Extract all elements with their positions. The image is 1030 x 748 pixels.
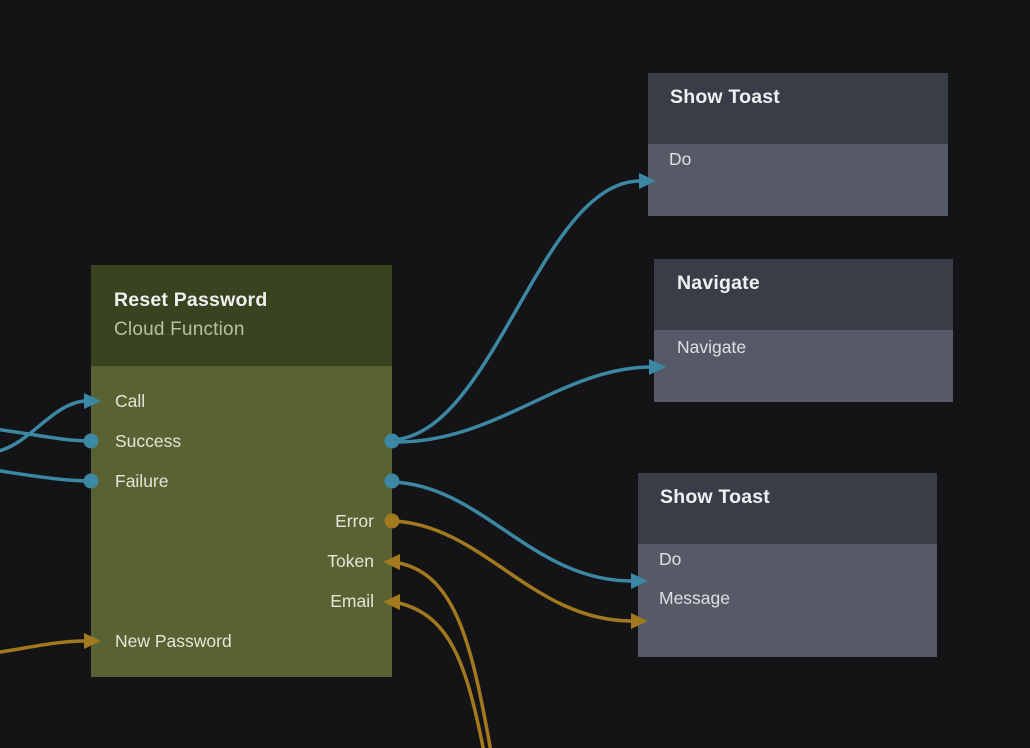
node-header[interactable]: Navigate xyxy=(654,259,953,330)
node-show-toast-top[interactable]: Show Toast Do xyxy=(648,73,948,216)
node-subtitle: Cloud Function xyxy=(114,319,245,340)
edge-error-to-message[interactable] xyxy=(391,519,634,623)
port-label-error: Error xyxy=(335,511,374,531)
node-body: Call Success Failure Error Token Email N… xyxy=(91,366,392,677)
port-dot-success-out-icon[interactable] xyxy=(384,433,400,449)
port-arrow-navigate-icon[interactable] xyxy=(649,359,666,375)
node-body: Do Message xyxy=(638,544,937,657)
port-label-email: Email xyxy=(330,591,374,611)
node-header[interactable]: Show Toast xyxy=(648,73,948,144)
port-label-token: Token xyxy=(327,551,374,571)
edge-success-to-navigate[interactable] xyxy=(391,365,652,444)
node-header[interactable]: Reset Password Cloud Function xyxy=(91,265,392,366)
port-dot-success-in-icon[interactable] xyxy=(83,433,99,449)
port-label-call: Call xyxy=(115,391,146,411)
node-navigate[interactable]: Navigate Navigate xyxy=(654,259,953,402)
edge-success-to-toast-do[interactable] xyxy=(391,179,642,442)
edge-offscreen-to-failure[interactable] xyxy=(0,469,93,483)
port-arrow-toast2-do-icon[interactable] xyxy=(631,573,648,589)
node-show-toast-bottom[interactable]: Show Toast Do Message xyxy=(638,473,937,657)
edge-offscreen-to-success[interactable] xyxy=(0,428,93,443)
port-dot-failure-in-icon[interactable] xyxy=(83,473,99,489)
port-arrow-message-icon[interactable] xyxy=(631,613,648,629)
edge-failure-to-toast-do[interactable] xyxy=(391,480,634,583)
port-arrow-call-icon[interactable] xyxy=(84,393,101,409)
port-label-failure: Failure xyxy=(115,471,169,491)
port-label-navigate: Navigate xyxy=(677,337,747,357)
port-label-do: Do xyxy=(669,149,692,169)
edge-offscreen-to-call[interactable] xyxy=(0,399,87,453)
node-title: Show Toast xyxy=(670,86,780,108)
port-label-message: Message xyxy=(659,588,731,608)
port-dot-error-out-icon[interactable] xyxy=(384,513,400,529)
edge-email-from-offscreen[interactable] xyxy=(397,601,485,748)
port-arrow-toast-do-icon[interactable] xyxy=(639,173,656,189)
edge-offscreen-to-new-password[interactable] xyxy=(0,639,87,654)
port-arrow-new-password-icon[interactable] xyxy=(84,633,101,649)
port-label-do: Do xyxy=(659,549,682,569)
node-title: Reset Password xyxy=(114,289,268,311)
port-label-new-password: New Password xyxy=(115,631,232,651)
node-title: Show Toast xyxy=(660,486,770,508)
node-body: Do xyxy=(648,144,948,216)
node-reset-password[interactable]: Reset Password Cloud Function Call Succe… xyxy=(91,265,392,677)
port-arrow-email-icon[interactable] xyxy=(383,594,400,610)
port-dot-failure-out-icon[interactable] xyxy=(384,473,400,489)
node-header[interactable]: Show Toast xyxy=(638,473,937,544)
port-label-success: Success xyxy=(115,431,182,451)
node-body: Navigate xyxy=(654,330,953,402)
port-arrow-token-icon[interactable] xyxy=(383,554,400,570)
node-title: Navigate xyxy=(677,272,760,294)
edge-token-from-offscreen[interactable] xyxy=(397,561,493,748)
